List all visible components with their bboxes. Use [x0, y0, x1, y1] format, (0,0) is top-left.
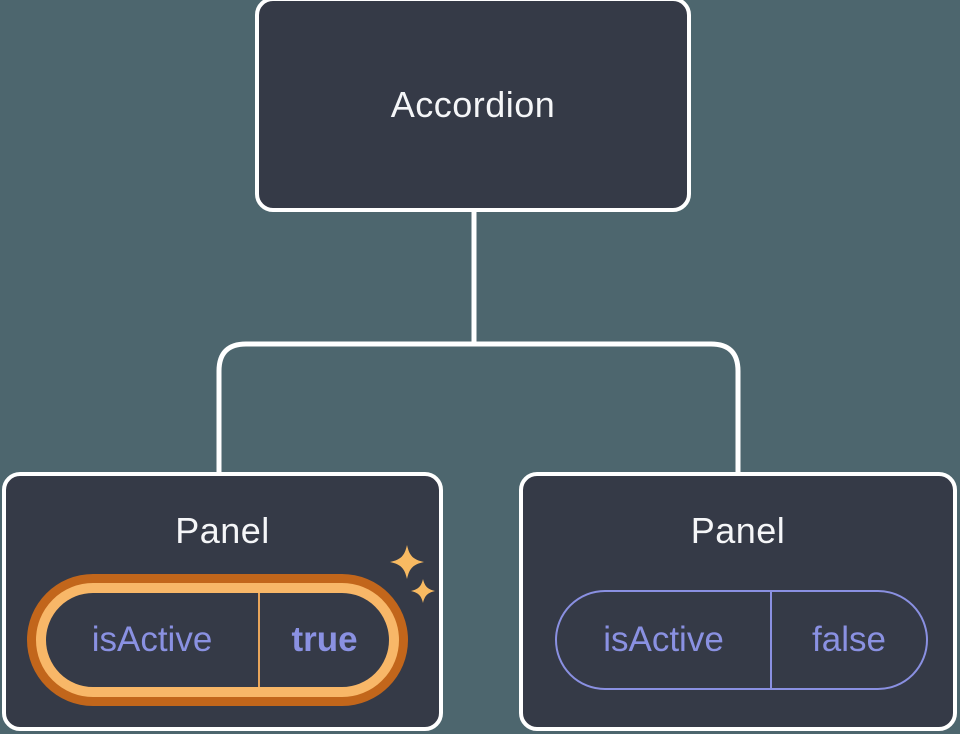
- prop-value-label: true: [291, 620, 358, 659]
- pill-divider: [770, 592, 772, 688]
- prop-value-cell: false: [772, 592, 926, 688]
- panel-title: Panel: [690, 510, 786, 551]
- prop-name-cell: isActive: [557, 592, 770, 688]
- prop-name-label: isActive: [91, 620, 213, 659]
- tree-node-accordion: Accordion: [255, 0, 691, 212]
- accordion-node-label: Accordion: [390, 83, 556, 125]
- pill-divider: [258, 593, 260, 687]
- prop-name-cell: isActive: [46, 593, 258, 687]
- prop-name-label: isActive: [603, 620, 724, 659]
- prop-pill-isactive-false: isActive false: [555, 590, 928, 690]
- prop-value-label: false: [812, 620, 886, 659]
- connector-bracket: [216, 341, 741, 474]
- prop-pill-isactive-true: isActive true: [36, 583, 399, 697]
- prop-value-cell: true: [260, 593, 389, 687]
- panel-title: Panel: [175, 510, 270, 551]
